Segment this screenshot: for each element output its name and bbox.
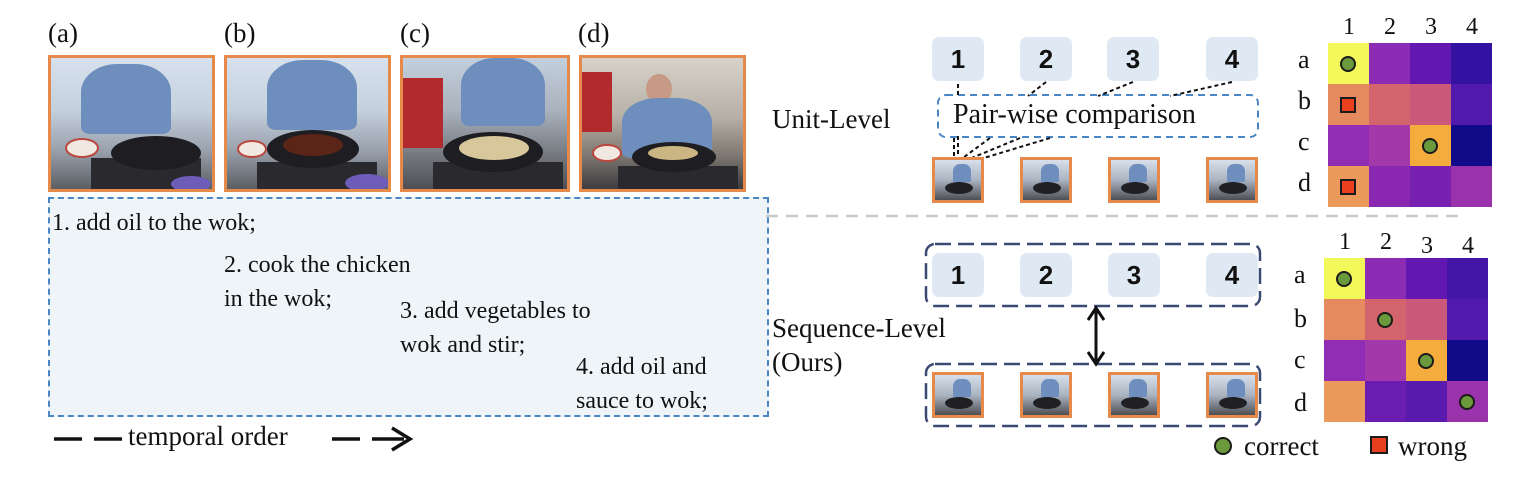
seq-heatmap-cell-b-3 [1406,299,1447,340]
seq-heatmap-cell-c-2 [1365,340,1406,381]
seq-heatmap-cell-a-2 [1365,258,1406,299]
seq-step-number-1: 1 [932,253,984,297]
seq-heatmap-cell-a-3 [1406,258,1447,299]
unit-heatmap-cell-a-3 [1410,43,1451,84]
sequence-level-ours-label: (Ours) [772,347,843,377]
step-1-text: 1. add oil to the wok; [52,210,256,236]
step-2-text: 2. cook the chicken in the wok; [224,252,411,312]
seq-step-number-4: 4 [1206,253,1258,297]
seq-heatmap-grid [1324,258,1488,422]
procedure-steps-box [48,197,769,417]
seq-heatmap-col-4: 4 [1462,233,1474,259]
seq-heatmap-col-1: 1 [1339,229,1351,255]
unit-heatmap-marker-correct-c-3 [1422,138,1438,154]
seq-heatmap-row-a: a [1294,260,1306,289]
unit-heatmap-cell-c-2 [1369,125,1410,166]
unit-frame-thumb-d [1206,157,1258,203]
unit-step-number-2: 2 [1020,37,1072,81]
unit-heatmap-row-b: b [1298,86,1311,115]
seq-heatmap-cell-c-4 [1447,340,1488,381]
video-frame-c [400,55,570,192]
seq-heatmap-cell-c-1 [1324,340,1365,381]
frame-label-d: (d) [578,18,610,48]
seq-heatmap-marker-correct-c-3 [1418,353,1434,369]
unit-heatmap-cell-c-1 [1328,125,1369,166]
unit-frame-thumb-a [932,157,984,203]
seq-heatmap-cell-a-4 [1447,258,1488,299]
unit-frame-thumb-b [1020,157,1072,203]
unit-heatmap-col-3: 3 [1425,14,1437,40]
seq-heatmap-col-3: 3 [1421,233,1433,259]
seq-heatmap-cell-d-1 [1324,381,1365,422]
seq-heatmap-row-b: b [1294,304,1307,333]
unit-heatmap-marker-wrong-d-1 [1340,179,1356,195]
seq-heatmap-marker-correct-b-2 [1377,312,1393,328]
unit-heatmap-cell-b-4 [1451,84,1492,125]
unit-step-number-4: 4 [1206,37,1258,81]
frame-label-a: (a) [48,18,78,48]
frame-label-c: (c) [400,18,430,48]
correct-legend-icon [1214,437,1232,455]
seq-heatmap-cell-b-1 [1324,299,1365,340]
unit-heatmap-col-2: 2 [1384,14,1396,40]
seq-heatmap-row-c: c [1294,345,1306,374]
seq-heatmap-cell-d-3 [1406,381,1447,422]
unit-heatmap-marker-wrong-b-1 [1340,97,1356,113]
step-4-text: 4. add oil and sauce to wok; [576,354,708,414]
unit-heatmap-cell-a-2 [1369,43,1410,84]
unit-heatmap-cell-b-2 [1369,84,1410,125]
unit-level-label: Unit-Level [772,104,891,134]
seq-step-number-2: 2 [1020,253,1072,297]
unit-heatmap-cell-a-4 [1451,43,1492,84]
step-3-text: 3. add vegetables to wok and stir; [400,298,591,358]
unit-step-number-3: 3 [1107,37,1159,81]
frame-label-b: (b) [224,18,256,48]
wrong-legend-icon [1370,436,1388,454]
seq-frame-thumb-c [1108,372,1160,418]
seq-heatmap-cell-b-4 [1447,299,1488,340]
unit-heatmap-grid [1328,43,1492,207]
unit-heatmap-cell-b-3 [1410,84,1451,125]
seq-heatmap-cell-d-2 [1365,381,1406,422]
unit-heatmap-row-d: d [1298,168,1311,197]
unit-heatmap-cell-d-3 [1410,166,1451,207]
seq-frame-thumb-d [1206,372,1258,418]
sequence-level-label: Sequence-Level [772,313,946,343]
temporal-order-arrow [54,426,414,452]
video-frame-a [48,55,215,192]
unit-heatmap-marker-correct-a-1 [1340,56,1356,72]
unit-heatmap-row-c: c [1298,127,1310,156]
panel-divider [766,214,1466,218]
pairwise-comparison-label: Pair-wise comparison [953,99,1196,130]
seq-heatmap-row-d: d [1294,388,1307,417]
seq-heatmap-marker-correct-d-4 [1459,394,1475,410]
unit-heatmap-cell-d-4 [1451,166,1492,207]
seq-frame-thumb-a [932,372,984,418]
unit-heatmap-row-a: a [1298,45,1310,74]
sequence-groups [924,242,1262,428]
correct-legend-label: correct [1244,431,1319,461]
seq-heatmap-marker-correct-a-1 [1336,271,1352,287]
unit-heatmap-col-4: 4 [1466,14,1478,40]
wrong-legend-label: wrong [1398,431,1467,461]
unit-heatmap-col-1: 1 [1343,14,1355,40]
unit-frame-thumb-c [1108,157,1160,203]
seq-step-number-3: 3 [1108,253,1160,297]
seq-frame-thumb-b [1020,372,1072,418]
unit-heatmap-cell-c-4 [1451,125,1492,166]
unit-step-number-1: 1 [932,37,984,81]
temporal-order-label: temporal order [128,421,288,451]
seq-heatmap-col-2: 2 [1380,229,1392,255]
video-frame-b [224,55,391,192]
unit-heatmap-cell-d-2 [1369,166,1410,207]
video-frame-d [579,55,746,192]
